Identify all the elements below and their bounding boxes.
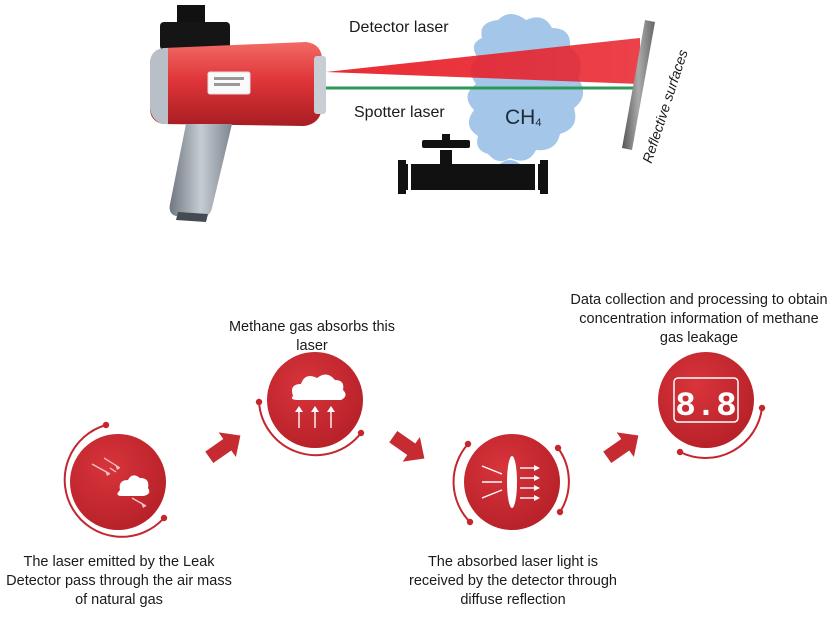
flow-arrow-3-icon bbox=[603, 432, 639, 464]
ring-end-dot bbox=[676, 448, 684, 456]
step-disc bbox=[70, 434, 166, 530]
step-3-label: The absorbed laser light is received by … bbox=[409, 554, 617, 608]
gas-leak-point bbox=[500, 160, 520, 164]
sticker-line bbox=[214, 83, 240, 86]
device-handle-base bbox=[176, 212, 208, 222]
valve-cap bbox=[442, 134, 450, 144]
ring-end-dot bbox=[102, 421, 110, 429]
step-4-label: Data collection and processing to obtain… bbox=[570, 292, 828, 346]
spotter-laser-label: Spotter laser bbox=[354, 104, 445, 121]
ring-end-dot bbox=[464, 440, 472, 448]
gas-formula-subscript: 4 bbox=[535, 117, 542, 129]
step-disc bbox=[658, 352, 754, 448]
absorption-arrows-icon bbox=[298, 410, 332, 428]
flow-arrow-2-icon bbox=[389, 430, 425, 462]
valve-stem bbox=[440, 150, 452, 166]
ring-end-dot bbox=[758, 404, 766, 412]
device-front-lens bbox=[314, 56, 326, 114]
device-top-knob bbox=[177, 5, 205, 25]
flow-arrow-1-icon bbox=[205, 432, 241, 464]
device-top-clamp bbox=[160, 22, 230, 50]
pipe-flange-right bbox=[540, 160, 548, 194]
step-ring-arc-left bbox=[452, 443, 471, 523]
pipe-body bbox=[398, 164, 548, 190]
ring-end-dot bbox=[554, 444, 562, 452]
digital-display-frame bbox=[673, 377, 739, 423]
gas-formula-main: CH bbox=[505, 106, 536, 129]
detector-laser-label: Detector laser bbox=[349, 19, 449, 36]
sticker-line bbox=[214, 77, 244, 80]
gas-cloud-icon bbox=[291, 374, 346, 400]
gas-formula-label: CH4 bbox=[505, 106, 541, 130]
step-2-icon bbox=[255, 352, 365, 457]
pipe-flange-gap bbox=[535, 160, 538, 194]
detector-lens-icon bbox=[507, 456, 517, 508]
gas-cloud-icon bbox=[117, 475, 150, 496]
ring-end-dot bbox=[466, 518, 474, 526]
gas-pipe bbox=[398, 134, 548, 194]
ring-end-dot bbox=[357, 429, 365, 437]
step-4-icon: 8.8 bbox=[658, 352, 766, 459]
step-1-icon bbox=[63, 421, 168, 538]
laser-detector-device bbox=[150, 5, 326, 222]
reflective-surface bbox=[622, 20, 655, 150]
step-ring-arc bbox=[679, 407, 763, 459]
step-ring-arc bbox=[63, 424, 165, 538]
detector-laser-beam bbox=[326, 38, 640, 84]
step-ring-arc bbox=[258, 401, 362, 457]
step-2-label: Methane gas absorbs this laser bbox=[228, 319, 396, 354]
ring-end-dot bbox=[255, 398, 263, 406]
pipe-flange-left bbox=[398, 160, 406, 194]
digital-display-readout: 8.8 bbox=[675, 388, 736, 426]
pipe-flange-gap bbox=[408, 160, 411, 194]
step-3-icon bbox=[452, 434, 570, 530]
ring-end-dot bbox=[160, 514, 168, 522]
ring-end-dot bbox=[556, 508, 564, 516]
step-ring-arc-right bbox=[557, 447, 570, 513]
reflected-light-arrows-icon bbox=[481, 465, 536, 499]
device-handle bbox=[169, 124, 232, 218]
step-1-label: The laser emitted by the Leak Detector p… bbox=[6, 554, 232, 608]
device-rear-cap bbox=[150, 48, 168, 124]
